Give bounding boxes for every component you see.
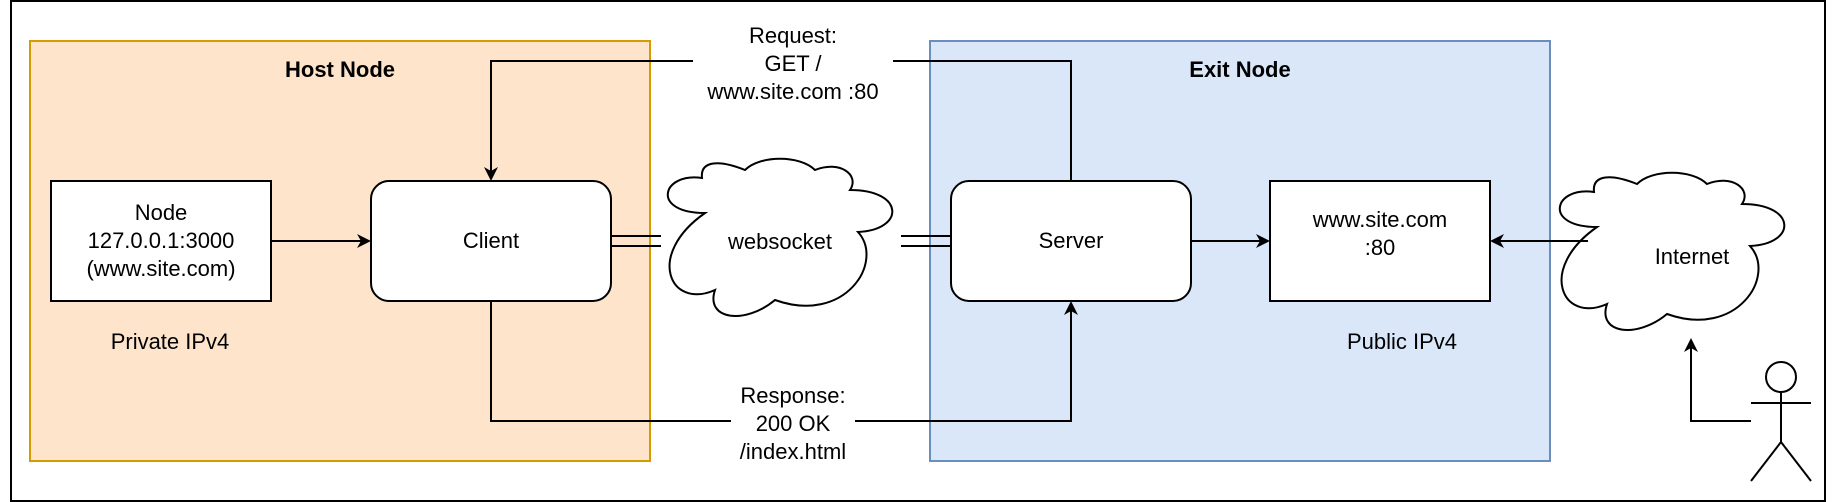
response-line-2: 200 OK <box>751 410 835 438</box>
internet-label: Internet <box>1654 244 1730 269</box>
request-path-left <box>484 60 701 181</box>
user-actor-icon <box>1750 361 1812 482</box>
server-label: Server <box>1038 228 1104 253</box>
response-line-1: Response: <box>736 382 850 410</box>
response-path-left <box>490 301 731 422</box>
websocket-cloud <box>666 157 894 317</box>
site-box <box>1269 180 1491 302</box>
exit-node-title: Exit Node <box>1189 57 1291 82</box>
node-box-label: Node 127.0.0.1:3000 (www.site.com) <box>51 181 271 301</box>
request-line-1: Request: <box>748 23 838 48</box>
internet-cloud <box>1558 171 1786 331</box>
node-box-line-1: Node <box>134 200 188 225</box>
host-node-title: Host Node <box>285 57 395 82</box>
websocket-label: websocket <box>728 229 832 254</box>
node-box-line-3: (www.site.com) <box>86 256 236 281</box>
node-box <box>50 180 272 302</box>
response-line-3: /index.html <box>735 438 851 466</box>
client-label: Client <box>462 228 520 253</box>
private-ipv4-label: Private IPv4 <box>110 329 230 354</box>
site-box-line-1: www.site.com <box>1312 207 1448 232</box>
request-path <box>886 60 1072 181</box>
site-box-line-2: :80 <box>1364 235 1396 260</box>
response-label: Response: 200 OK /index.html <box>693 382 893 466</box>
site-box-label: www.site.com :80 <box>1270 181 1490 287</box>
request-label: Request: GET / www.site.com :80 <box>693 22 893 106</box>
public-ipv4-label: Public IPv4 <box>1346 329 1458 354</box>
response-path-right <box>855 301 1078 422</box>
user-to-internet-arrow <box>1684 338 1751 422</box>
request-line-3: www.site.com :80 <box>707 79 879 104</box>
node-box-line-2: 127.0.0.1:3000 <box>87 228 235 253</box>
request-line-2: GET / <box>764 51 822 76</box>
